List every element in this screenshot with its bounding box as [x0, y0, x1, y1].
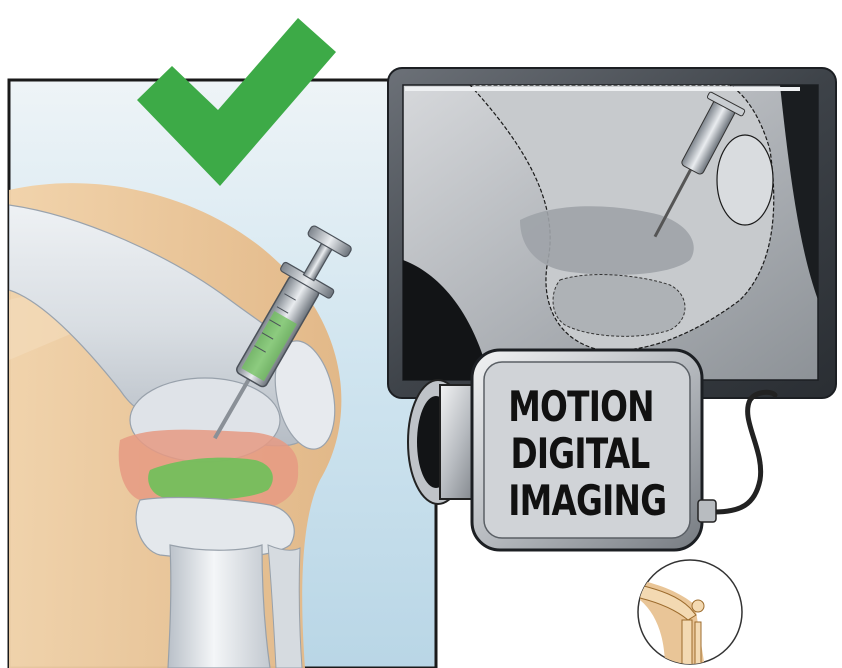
device-label-line-1: MOTION [508, 383, 652, 430]
device-label-line-2: DIGITAL [508, 430, 652, 477]
device-label-line-3: IMAGING [508, 477, 652, 524]
tibia [168, 545, 270, 668]
device-cable [714, 392, 775, 512]
device-label: MOTION DIGITAL IMAGING [508, 383, 652, 524]
knee-joint-icon [638, 560, 742, 668]
